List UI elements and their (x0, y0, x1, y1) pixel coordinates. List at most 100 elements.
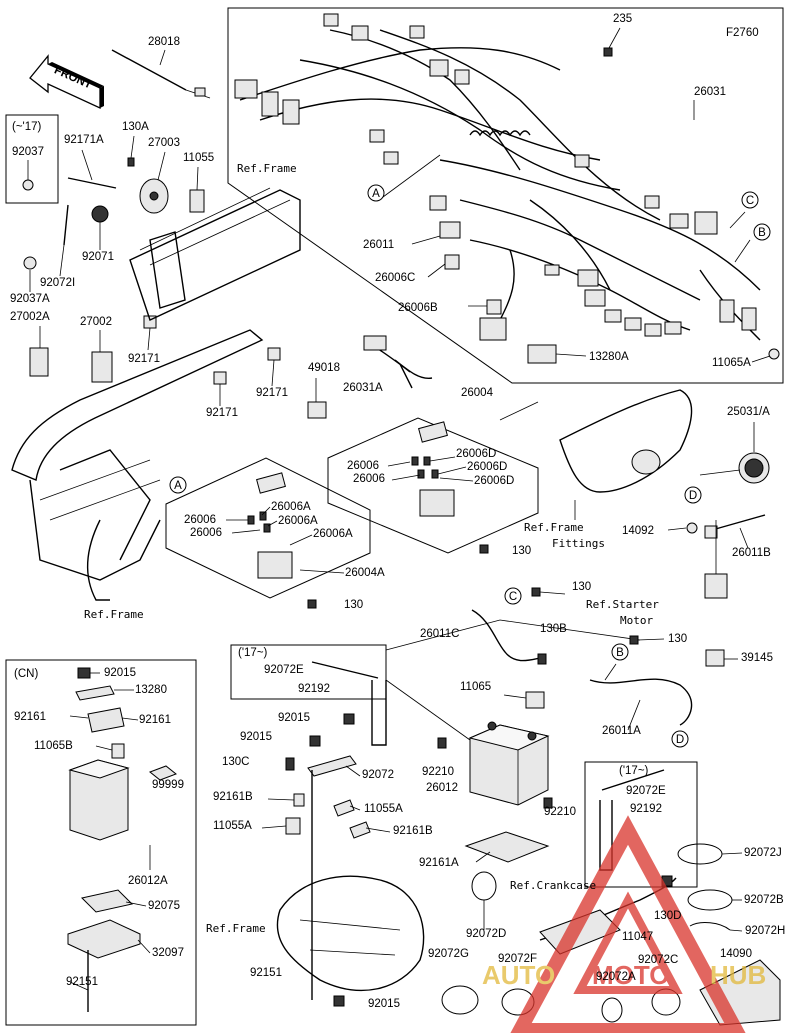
part-callout: (~'17) (12, 121, 42, 133)
battery-area (261, 691, 553, 1007)
part-callout: 130C (222, 756, 250, 768)
part-39145 (705, 649, 725, 667)
connector (261, 91, 279, 117)
front-arrow: FRONT (29, 54, 104, 110)
connector (369, 129, 385, 143)
bolt-130 (307, 599, 317, 609)
connector-ref-circle (741, 191, 759, 209)
part-callout: 32097 (152, 947, 184, 959)
part-callout: 92161 (139, 714, 171, 726)
connector (383, 151, 399, 165)
cn-box-parts (67, 667, 177, 1012)
part-callout: 14090 (720, 948, 752, 960)
nut-92015 (343, 713, 355, 725)
part-callout: 130 (512, 545, 531, 557)
connector (741, 307, 757, 331)
part-callout: 92171A (64, 134, 104, 146)
bracket-13280A (527, 344, 557, 364)
connector (574, 154, 590, 168)
part-callout: 92072 (362, 769, 394, 781)
part-callout: 26006D (467, 461, 507, 473)
connector (323, 13, 339, 27)
part-callout: 26012A (128, 875, 168, 887)
band-92072B (687, 889, 733, 911)
grommet-92071 (91, 205, 109, 223)
part-callout: 235 (613, 13, 632, 25)
frame-left (11, 187, 301, 601)
relay-27002 (91, 351, 113, 383)
part-callout: 11055A (213, 820, 252, 832)
connector (454, 69, 470, 85)
part-callout: Motor (620, 614, 653, 627)
coiled-section (469, 130, 531, 137)
part-callout: 130 (668, 633, 687, 645)
band-92072G (441, 985, 479, 1015)
part-callout: 26011C (420, 628, 459, 640)
connector (351, 25, 369, 41)
connector (234, 79, 258, 99)
pad-92075 (81, 889, 133, 913)
post17-top-parts (311, 661, 387, 746)
nut-92015 (309, 735, 321, 747)
part-callout: Ref.Crankcase (510, 879, 596, 892)
part-callout: 11047 (622, 931, 653, 943)
part-callout: 92072J (744, 847, 782, 859)
connector (624, 317, 642, 331)
connector-ref-circle (684, 486, 702, 504)
part-callout: 92075 (148, 900, 180, 912)
part-callout: 92015 (368, 998, 400, 1010)
part-callout: C (509, 591, 517, 603)
harness-box (227, 7, 784, 384)
bracket-13280 (75, 685, 115, 701)
part-callout: 27003 (148, 137, 180, 149)
part-callout: 25031/A (727, 406, 770, 418)
rod-connector (194, 87, 206, 97)
connector (577, 269, 599, 287)
connector (544, 264, 560, 276)
part-callout: 49018 (308, 362, 340, 374)
part-callout: 27002 (80, 316, 112, 328)
part-callout: 92072C (638, 954, 678, 966)
line-batt-2 (385, 679, 471, 741)
part-callout: 92037A (10, 293, 50, 305)
part-callout: 11055 (183, 152, 214, 164)
part-callout: 26004 (461, 387, 494, 399)
bracket-11055 (189, 189, 205, 213)
leader-lines-harness (382, 27, 771, 363)
part-callout: 26006 (353, 473, 385, 485)
part-callout: 26031 (694, 86, 726, 98)
connector-26006C (444, 254, 460, 270)
part-callout: 92192 (630, 803, 662, 815)
part-callout: ('17~) (619, 765, 649, 777)
part-callout: 92210 (422, 766, 454, 778)
connector-26006B (486, 299, 502, 315)
cap-11065 (525, 691, 545, 709)
part-callout: Ref.Starter (586, 598, 659, 611)
box-post17-right (584, 761, 698, 888)
part-callout: 92171 (256, 387, 288, 399)
connector-ref-circle (753, 223, 771, 241)
part-callout: 92072I (40, 277, 75, 289)
part-callout: 26006 (190, 527, 222, 539)
bolt-235 (603, 47, 613, 57)
part-callout: 26006D (474, 475, 514, 487)
part-callout: 130 (344, 599, 363, 611)
cap-14092 (686, 522, 698, 534)
fusebox-26004 (387, 401, 539, 554)
connector (584, 289, 606, 307)
connector-26031A (363, 335, 387, 351)
part-callout: 26006D (456, 448, 496, 460)
watermark-text-auto: AUTO (482, 960, 555, 990)
part-callout: 92072G (428, 948, 469, 960)
box-pre17 (5, 114, 59, 204)
part-callout: 39145 (741, 652, 773, 664)
connector (429, 195, 447, 211)
part-callout: 26006B (398, 302, 438, 314)
bolt-130 (629, 635, 639, 645)
part-callout: ('17~) (238, 647, 268, 659)
part-callout: 92037 (12, 146, 44, 158)
part-callout: 130B (540, 623, 567, 635)
nut-92015 (333, 995, 345, 1007)
part-callout: Fittings (552, 537, 605, 550)
